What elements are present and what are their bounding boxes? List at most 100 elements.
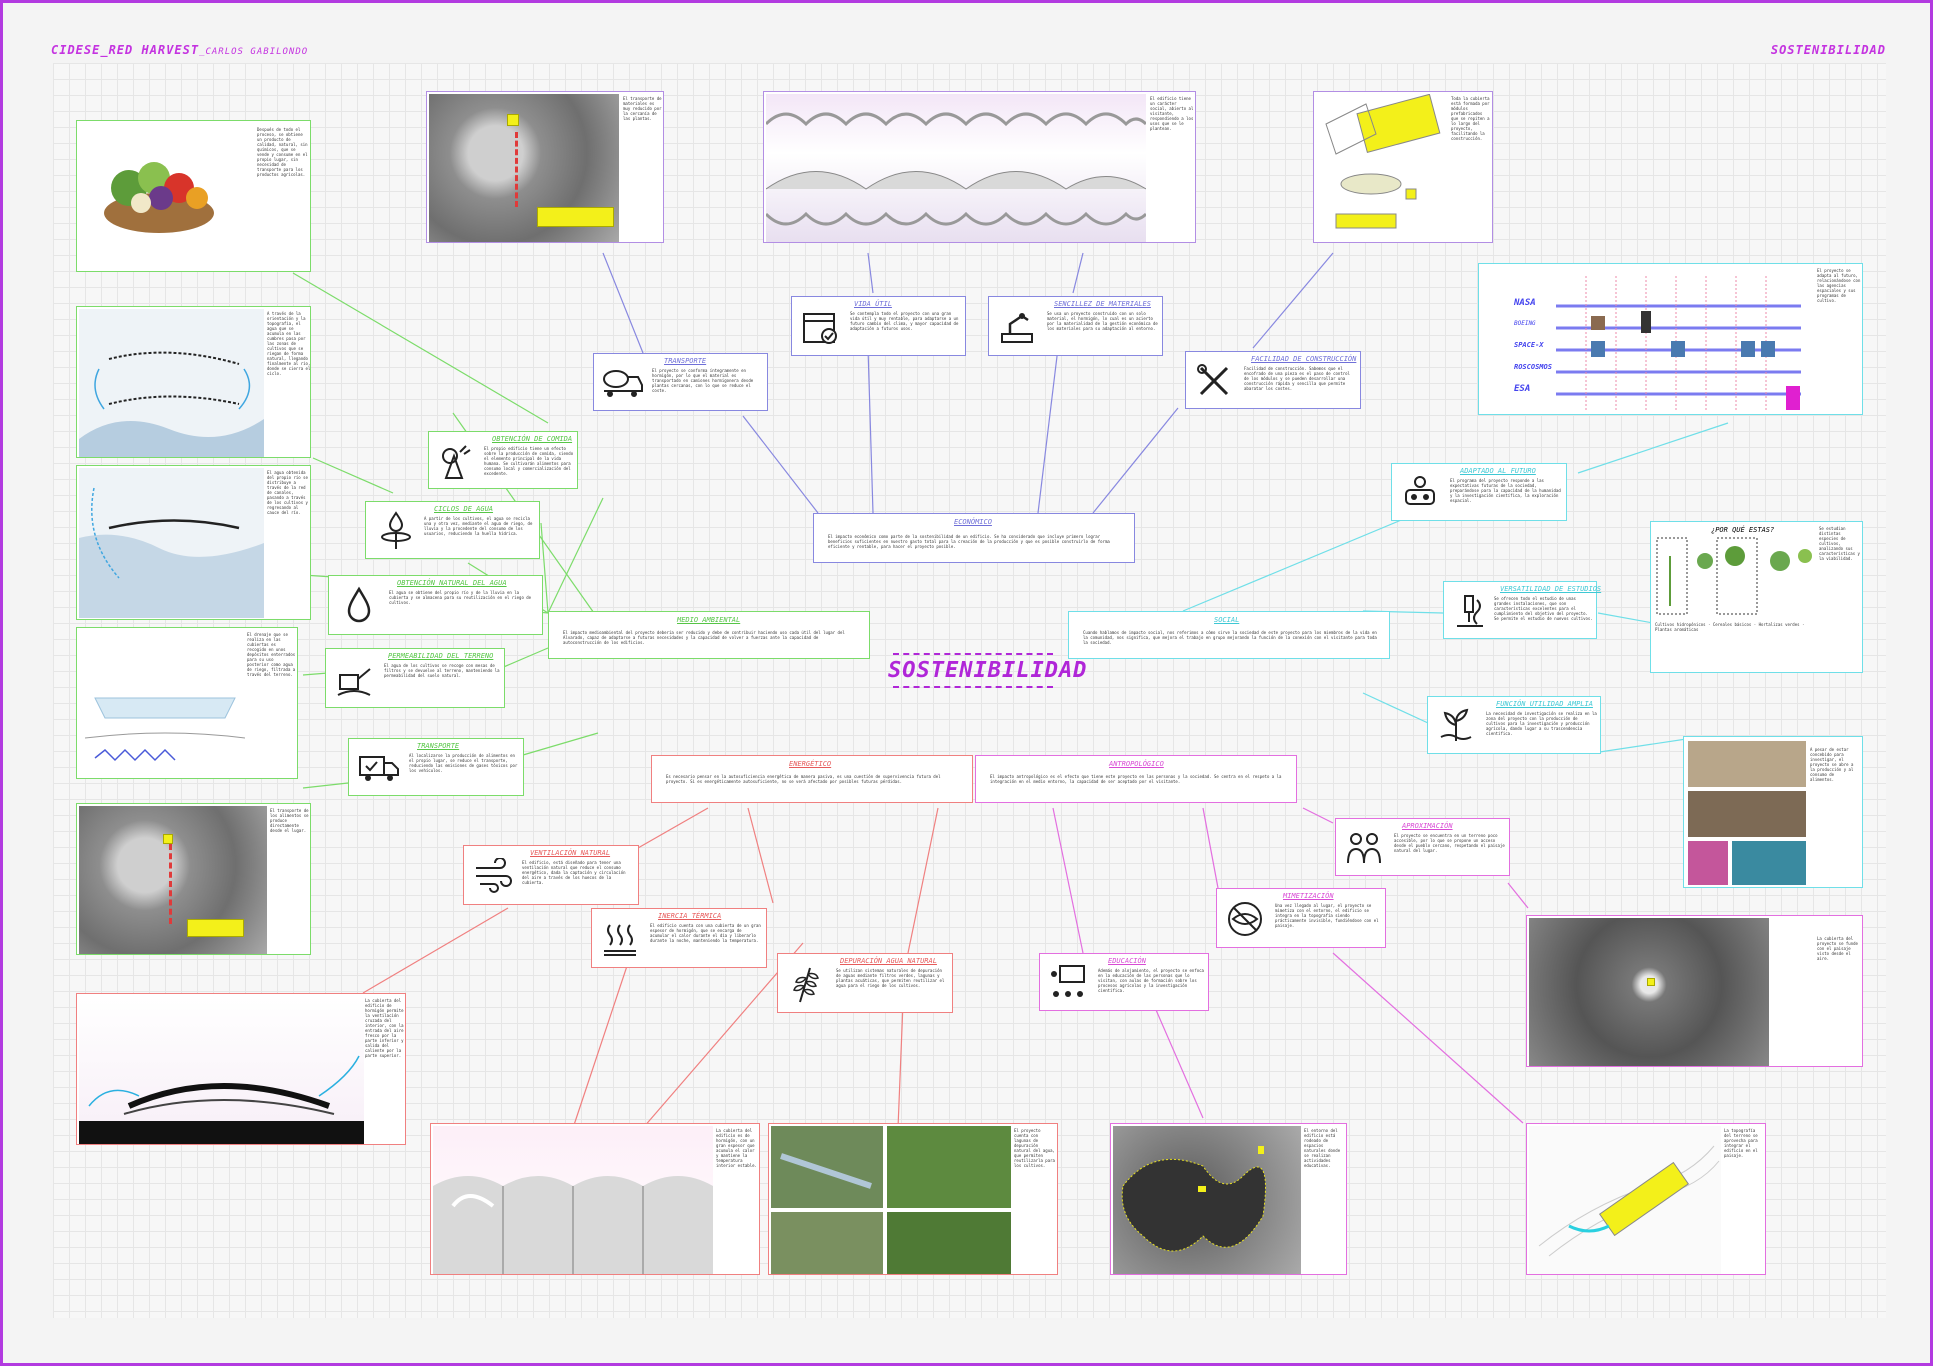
vegetables-basket-image [99, 143, 219, 238]
node-ciclos-agua: CICLOS DE AGUA A partir de los cultivos,… [365, 501, 540, 559]
future-vr-icon [1396, 469, 1444, 517]
category-medio-ambiental: MEDIO AMBIENTAL El impacto medioambienta… [548, 611, 870, 659]
plant-label: Plantas aromáticas [1655, 627, 1699, 632]
category-economico: ECONÓMICO El impacto económico como part… [813, 513, 1135, 563]
node-versatilidad: VERSATILIDAD DE ESTUDIOS Se ofrecen todo… [1443, 581, 1601, 639]
category-text: El impacto económico como parte de la so… [828, 534, 1110, 549]
node-educacion: EDUCACIÓN Además de alojamiento, el proy… [1039, 953, 1209, 1011]
water-cycle-icon [372, 507, 420, 555]
node-text: Se ofrecen todo el estudio de unas grand… [1494, 596, 1593, 621]
building-marker [187, 919, 244, 937]
connector-lines [292, 252, 1729, 1129]
node-title: VIDA ÚTIL [854, 300, 892, 308]
eye-slash-icon [1221, 895, 1269, 943]
node-text: La necesidad de investigación se realiza… [1486, 711, 1597, 736]
node-title: FUNCIÓN UTILIDAD AMPLIA [1496, 700, 1593, 708]
node-title: TRANSPORTE [417, 742, 460, 750]
wind-icon [468, 852, 516, 900]
node-title: DEPURACIÓN AGUA NATURAL [840, 957, 937, 965]
classroom-icon [1044, 959, 1092, 1007]
node-title: CICLOS DE AGUA [434, 505, 494, 513]
caption: El agua obtenida del propio río se distr… [267, 470, 308, 515]
category-text: Es necesario pensar en la autosuficienci… [666, 774, 941, 784]
node-obtencion-agua: OBTENCIÓN NATURAL DEL AGUA El agua se ob… [328, 575, 543, 635]
node-aproximacion: APROXIMACIÓN El proyecto se encuentra en… [1335, 818, 1510, 876]
caption: El transporte de materiales es muy reduc… [623, 96, 662, 121]
panel-render-top: El edificio tiene un carácter social, ab… [763, 91, 1196, 243]
node-title: VENTILACIÓN NATURAL [530, 849, 611, 857]
plant-label: Cereales básicos [1712, 622, 1752, 627]
robot-arm-icon [993, 303, 1041, 351]
category-title: MEDIO AMBIENTAL [677, 616, 741, 624]
delivery-truck-icon [355, 744, 403, 792]
location-marker [507, 114, 519, 126]
category-social: SOCIAL Cuando hablamos de impacto social… [1068, 611, 1390, 659]
node-title: EDUCACIÓN [1108, 957, 1146, 965]
vegetables-icon [431, 437, 479, 485]
node-title: PERMEABILIDAD DEL TERRENO [388, 652, 494, 660]
building-marker [537, 207, 614, 227]
panel-map-top: A través de la orientación y la topograf… [76, 306, 311, 458]
panel-space-chart: NASA BOEING SPACE-X ROSCOSMOS ESA El pro… [1478, 263, 1863, 415]
plant-species-images [1655, 536, 1815, 616]
category-title: ECONÓMICO [954, 518, 992, 526]
caption: Se estudian distintas especies de cultiv… [1819, 526, 1860, 561]
category-text: El impacto medioambiental del proyecto d… [563, 630, 845, 645]
node-title: TRANSPORTE [664, 357, 707, 365]
category-title: ANTROPOLÓGICO [1109, 760, 1164, 768]
caption: El proyecto cuenta con lagunas de depura… [1014, 1128, 1055, 1168]
caption: La cubierta del edificio es de hormigón,… [716, 1128, 757, 1168]
wetland-photos [771, 1126, 1011, 1274]
water-route-map-image [79, 468, 264, 618]
center-underline-bottom [893, 686, 1053, 692]
node-text: Se contempla todo el proyecto con una gr… [850, 311, 959, 331]
agency-label: ESA [1514, 384, 1531, 394]
node-text: Además de alojamiento, el proyecto se en… [1098, 968, 1204, 993]
caption: Después de todo el proceso, se obtiene u… [257, 127, 308, 177]
aerial-photo-right [1529, 918, 1769, 1066]
building-render-image [764, 94, 1148, 242]
node-text: Al localizarse la producción de alimento… [409, 753, 518, 773]
node-text: Una vez llegado al lugar, el proyecto se… [1275, 903, 1379, 928]
node-text: Facilidad de construcción. Sabemos que e… [1244, 366, 1350, 391]
node-title: APROXIMACIÓN [1402, 822, 1453, 830]
panel-dark-map: El entorno del edificio está rodeado de … [1110, 1123, 1347, 1275]
node-title: OBTENCIÓN NATURAL DEL AGUA [397, 579, 507, 587]
node-permeabilidad: PERMEABILIDAD DEL TERRENO El agua de los… [325, 648, 505, 708]
node-obtencion-comida: OBTENCIÓN DE COMIDA El propio edificio t… [428, 431, 578, 489]
roof-plan-image [1316, 93, 1448, 242]
node-title: INERCIA TÉRMICA [658, 912, 722, 920]
concrete-mixer-icon [598, 359, 646, 407]
plants-labels: Cultivos hidropónicos · Cereales básicos… [1655, 622, 1805, 632]
plant-label: Hortalizas verdes [1758, 622, 1800, 627]
caption: El edificio tiene un carácter social, ab… [1150, 96, 1194, 131]
caption: El proyecto se adapta al futuro, relacio… [1817, 268, 1861, 303]
topography-image [1529, 1126, 1721, 1274]
node-text: Se utilizan sistemas naturales de depura… [836, 968, 945, 988]
plant-hand-icon [1432, 702, 1480, 750]
category-energetico: ENERGÉTICO Es necesario pensar en la aut… [651, 755, 973, 803]
panel-photos-right: A pesar de estar concebido para investig… [1683, 736, 1863, 888]
panel-map-mid: El agua obtenida del propio río se distr… [76, 465, 311, 620]
plants-title: ¿POR QUÉ ESTAS? [1711, 526, 1775, 534]
agency-label: NASA [1514, 298, 1536, 308]
panel-section-water: El drenaje que se realiza en las cubiert… [76, 627, 298, 779]
node-title: SENCILLEZ DE MATERIALES [1054, 300, 1151, 308]
agency-label: ROSCOSMOS [1514, 363, 1552, 371]
header-author: _CARLOS GABILONDO [199, 47, 309, 57]
node-text: El edificio cuenta con una cubierta de u… [650, 923, 761, 943]
category-text: El impacto antropológico es el efecto qu… [990, 774, 1282, 784]
node-text: El propio edificio tiene un efecto sobre… [484, 446, 574, 476]
wheat-icon [782, 960, 830, 1008]
node-inercia: INERCIA TÉRMICA El edificio cuenta con u… [591, 908, 767, 968]
node-mimetizacion: MIMETIZACIÓN Una vez llegado al lugar, e… [1216, 888, 1386, 948]
interior-vaults-image [433, 1126, 713, 1274]
water-drop-icon [335, 582, 383, 630]
caption: El drenaje que se realiza en las cubiert… [247, 632, 296, 677]
node-text: A partir de los cultivos, el agua se rec… [424, 516, 533, 536]
panel-plants: ¿POR QUÉ ESTAS? Cultivos hidropónicos · … [1650, 521, 1863, 673]
node-text: Se usa un proyecto construido con un sol… [1047, 311, 1158, 331]
roof-section-image [79, 996, 364, 1144]
heat-waves-icon [596, 915, 644, 963]
microscope-dna-icon [1446, 587, 1494, 635]
